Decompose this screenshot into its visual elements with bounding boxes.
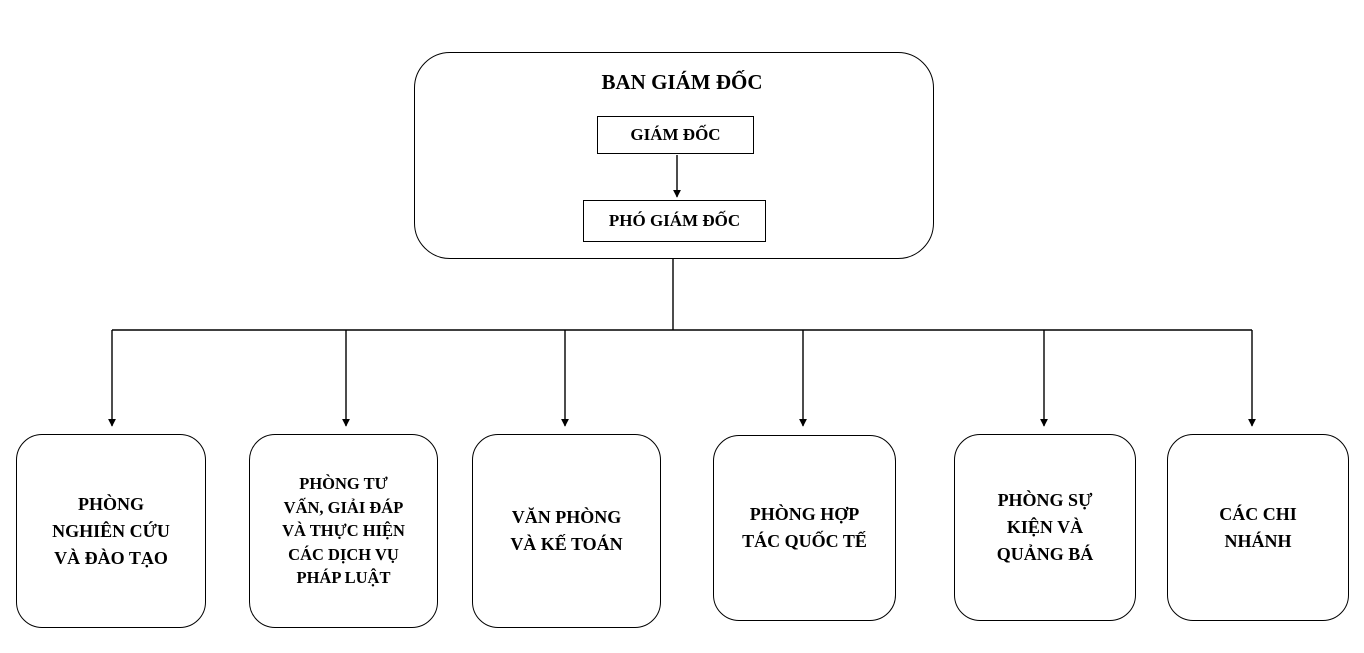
board-of-directors-box [414, 52, 934, 259]
dept-label-line: KIỆN VÀ [1006, 517, 1084, 537]
dept-label-line: NHÁNH [1224, 530, 1292, 551]
dept-label-line: PHÒNG HỢP [749, 504, 860, 524]
dept-events-promotion: PHÒNG SỰ KIỆN VÀ QUẢNG BÁ [954, 434, 1136, 621]
dept-legal-consulting-label: PHÒNG TƯ VẤN, GIẢI ĐÁP VÀ THỰC HIỆN CÁC … [282, 472, 405, 590]
dept-events-promotion-label: PHÒNG SỰ KIỆN VÀ QUẢNG BÁ [997, 487, 1094, 568]
dept-branches: CÁC CHI NHÁNH [1167, 434, 1349, 621]
dept-international-cooperation-label: PHÒNG HỢP TÁC QUỐC TẾ [742, 501, 867, 555]
dept-research-training-label: PHÒNG NGHIÊN CỨU VÀ ĐÀO TẠO [52, 491, 170, 572]
dept-label-line: QUẢNG BÁ [996, 544, 1094, 564]
board-title: BAN GIÁM ĐỐC [601, 70, 763, 94]
dept-label-line: PHÒNG [78, 493, 144, 514]
dept-label-line: CÁC DỊCH VỤ [288, 544, 399, 564]
dept-label-line: CÁC CHI [1219, 503, 1297, 524]
director-label: GIÁM ĐỐC [630, 125, 721, 144]
dept-label-line: NGHIÊN CỨU [52, 520, 170, 541]
dept-label-line: PHÒNG SỰ [997, 490, 1093, 510]
dept-label-line: VẤN, GIẢI ĐÁP [283, 497, 404, 517]
dept-label-line: TÁC QUỐC TẾ [742, 531, 867, 551]
dept-legal-consulting: PHÒNG TƯ VẤN, GIẢI ĐÁP VÀ THỰC HIỆN CÁC … [249, 434, 438, 628]
dept-label-line: PHÁP LUẬT [296, 568, 391, 588]
dept-research-training: PHÒNG NGHIÊN CỨU VÀ ĐÀO TẠO [16, 434, 206, 628]
deputy-director-label: PHÓ GIÁM ĐỐC [608, 211, 741, 230]
deputy-director-box: PHÓ GIÁM ĐỐC [583, 200, 766, 242]
dept-office-accounting-label: VĂN PHÒNG VÀ KẾ TOÁN [510, 504, 622, 558]
dept-label-line: VÀ THỰC HIỆN [282, 521, 405, 541]
director-box: GIÁM ĐỐC [597, 116, 754, 154]
dept-office-accounting: VĂN PHÒNG VÀ KẾ TOÁN [472, 434, 661, 628]
dept-branches-label: CÁC CHI NHÁNH [1219, 501, 1297, 555]
dept-label-line: VÀ ĐÀO TẠO [54, 547, 168, 568]
dept-label-line: VĂN PHÒNG [511, 507, 622, 527]
dept-international-cooperation: PHÒNG HỢP TÁC QUỐC TẾ [713, 435, 896, 621]
dept-label-line: VÀ KẾ TOÁN [510, 534, 623, 554]
dept-label-line: PHÒNG TƯ [299, 474, 388, 494]
